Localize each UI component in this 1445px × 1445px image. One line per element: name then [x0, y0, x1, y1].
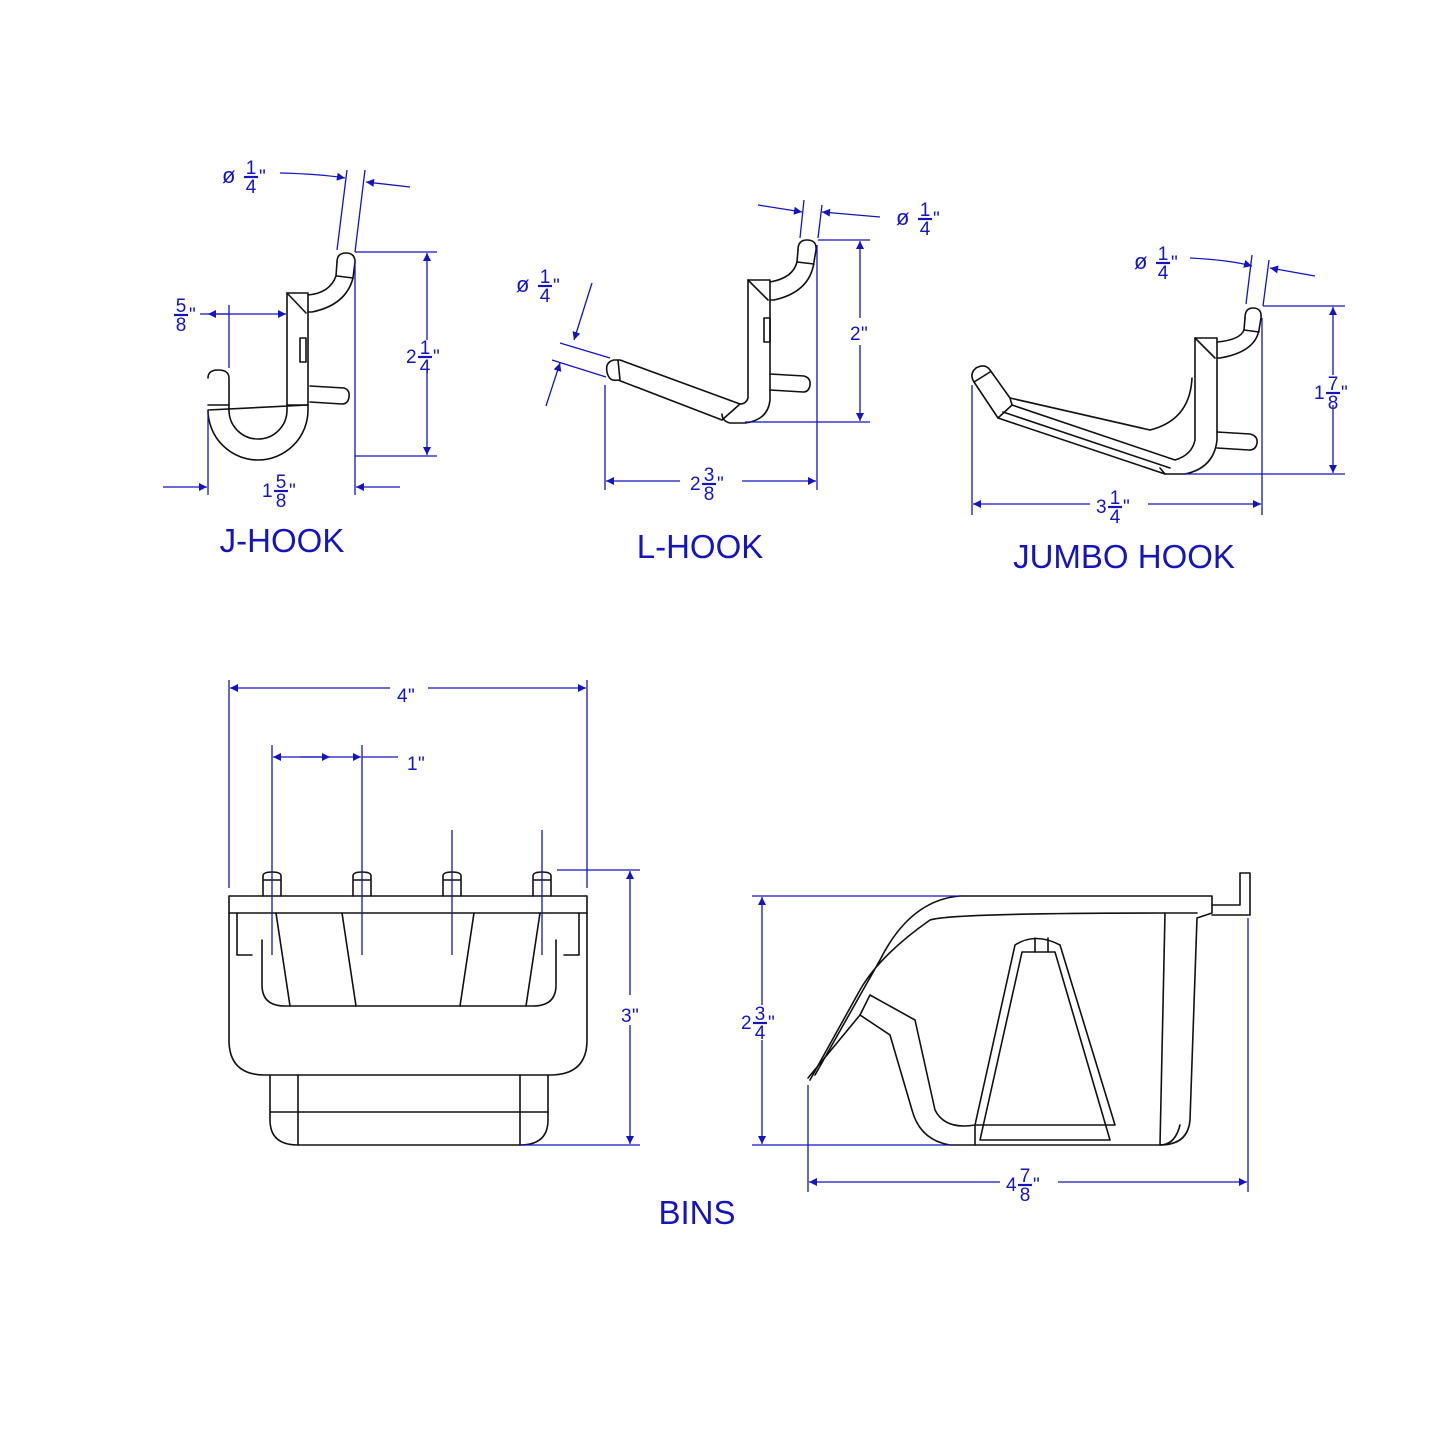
inch-mark: "	[189, 305, 196, 326]
inch-mark: "	[768, 1013, 775, 1034]
dimension-bin-front-height: 3"	[621, 1006, 639, 1027]
bin-side-dimensions	[752, 895, 1249, 1192]
dimension-denominator: 4	[1158, 263, 1169, 284]
dimension-denominator: 8	[176, 315, 187, 336]
inch-mark: "	[418, 754, 425, 775]
diameter-symbol: ø	[1134, 249, 1147, 274]
j-hook-drawing	[207, 252, 356, 461]
dimension-numerator: 3	[755, 1004, 766, 1025]
dimension-numerator: 1	[920, 200, 931, 221]
dimension-whole: 2	[850, 324, 861, 345]
dimension-whole: 2	[690, 474, 701, 495]
j-hook-dimensions	[163, 169, 437, 495]
inch-mark: "	[289, 481, 296, 502]
bin-front-drawing	[228, 871, 588, 1146]
dimension-denominator: 4	[755, 1023, 766, 1044]
dimension-numerator: 1	[246, 158, 257, 179]
dimension-j-reach: 58"	[174, 296, 196, 336]
dimension-numerator: 1	[1158, 244, 1169, 265]
dimension-whole: 4	[1006, 1175, 1017, 1196]
inch-mark: "	[433, 347, 440, 368]
inch-mark: "	[408, 686, 415, 707]
j-hook-label: J-HOOK	[220, 522, 345, 559]
dimension-denominator: 8	[276, 491, 287, 512]
l-hook-label: L-HOOK	[637, 528, 764, 565]
bin-side-drawing	[807, 872, 1251, 1146]
inch-mark: "	[717, 474, 724, 495]
bins-label: BINS	[658, 1194, 735, 1231]
inch-mark: "	[632, 1006, 639, 1027]
dimension-l-height: 2"	[850, 324, 868, 345]
dimension-whole: 1	[262, 481, 273, 502]
dimension-denominator: 4	[1110, 507, 1121, 528]
jumbo-hook-drawing	[971, 307, 1262, 475]
jumbo-hook-dimensions	[971, 254, 1345, 515]
inch-mark: "	[1123, 497, 1130, 518]
dimension-denominator: 4	[420, 357, 431, 378]
dimension-numerator: 5	[176, 296, 187, 317]
dimension-whole: 2	[406, 347, 417, 368]
inch-mark: "	[1341, 383, 1348, 404]
dimension-whole: 4	[397, 686, 408, 707]
dimension-bin-pin-spacing: 1"	[407, 754, 425, 775]
dimension-whole: 3	[621, 1006, 632, 1027]
l-hook-dimensions	[545, 199, 881, 490]
diameter-symbol: ø	[222, 163, 235, 188]
dimension-whole: 2	[741, 1013, 752, 1034]
diameter-symbol: ø	[516, 272, 529, 297]
dimension-whole: 1	[1314, 383, 1325, 404]
dimension-numerator: 1	[1110, 488, 1121, 509]
inch-mark: "	[553, 276, 560, 297]
l-hook-drawing	[605, 239, 817, 424]
dimension-denominator: 8	[704, 484, 715, 505]
dimension-whole: 3	[1096, 497, 1107, 518]
inch-mark: "	[1033, 1175, 1040, 1196]
jumbo-hook-label: JUMBO HOOK	[1013, 538, 1235, 575]
inch-mark: "	[259, 167, 266, 188]
dimension-whole: 1	[407, 754, 418, 775]
inch-mark: "	[861, 324, 868, 345]
dimension-denominator: 8	[1328, 393, 1339, 414]
dimension-numerator: 7	[1328, 374, 1339, 395]
dimension-denominator: 4	[246, 177, 257, 198]
dimension-numerator: 5	[276, 472, 287, 493]
bin-front-dimensions	[228, 680, 640, 1146]
dimension-denominator: 4	[920, 219, 931, 240]
inch-mark: "	[1171, 253, 1178, 274]
dimension-numerator: 3	[704, 465, 715, 486]
inch-mark: "	[933, 209, 940, 230]
diameter-symbol: ø	[896, 205, 909, 230]
dimension-numerator: 1	[540, 267, 551, 288]
dimension-numerator: 7	[1020, 1166, 1031, 1187]
dimension-bin-width: 4"	[397, 686, 415, 707]
dimension-denominator: 8	[1020, 1185, 1031, 1206]
dimension-denominator: 4	[540, 286, 551, 307]
dimension-numerator: 1	[420, 338, 431, 359]
